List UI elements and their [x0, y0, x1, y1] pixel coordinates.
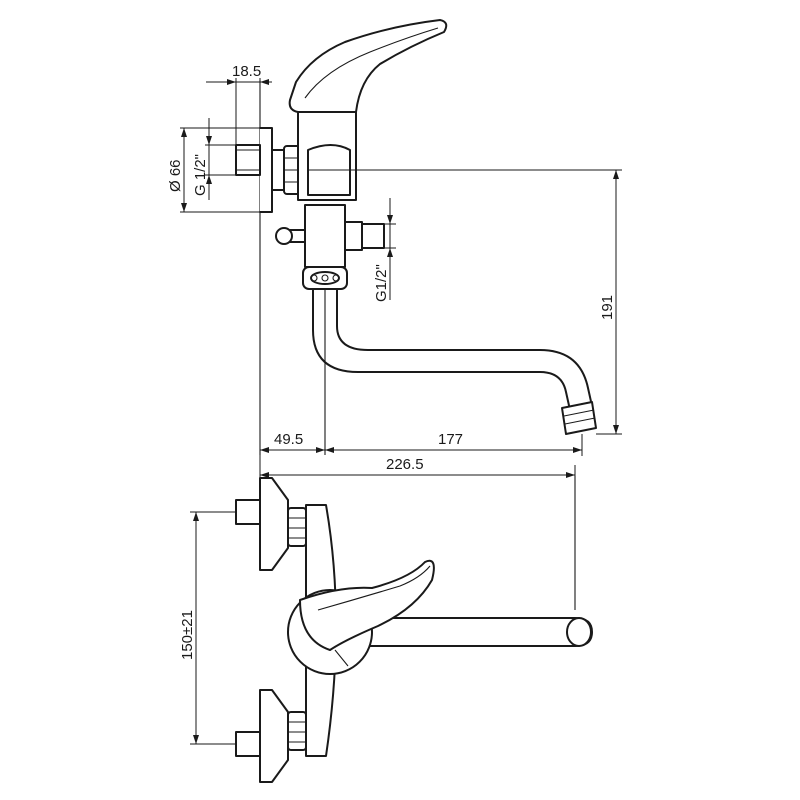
s-spout	[312, 288, 593, 411]
dim-connection-thread: G 1/2"	[192, 154, 209, 196]
dim-wall-to-body: 49.5	[274, 431, 303, 448]
dim-spout-height: 191	[599, 295, 616, 320]
nut-top	[287, 507, 307, 547]
dim-outlet-thread: G1/2"	[373, 264, 390, 302]
dim-centre-distance: 150±21	[179, 610, 196, 660]
aerator-top	[566, 617, 592, 647]
top-view-dimensions: 150±21	[179, 511, 236, 745]
diverter-body	[304, 204, 346, 268]
eccentric-top	[235, 499, 261, 525]
nut-bottom	[287, 711, 307, 751]
lever-handle	[288, 19, 448, 113]
rosette-top	[259, 477, 289, 571]
dim-rosette-diameter: Ø 66	[167, 159, 184, 192]
side-view	[235, 19, 597, 455]
rosette-bottom	[259, 689, 289, 783]
aerator	[561, 401, 597, 435]
dim-eccentric-width: 18.5	[232, 63, 261, 80]
shower-outlet	[361, 223, 385, 249]
dim-total-length: 226.5	[386, 456, 424, 473]
eccentric-bottom	[235, 731, 261, 757]
dim-spout-reach: 177	[438, 431, 463, 448]
top-view	[235, 476, 593, 783]
lever-top	[299, 559, 435, 651]
diverter-knob	[275, 227, 293, 245]
side-view-dimensions: 18.5 Ø 66 G 1/2" G1/2" 191	[167, 63, 622, 480]
connector-nut	[271, 149, 285, 191]
rosette-side	[259, 127, 273, 213]
